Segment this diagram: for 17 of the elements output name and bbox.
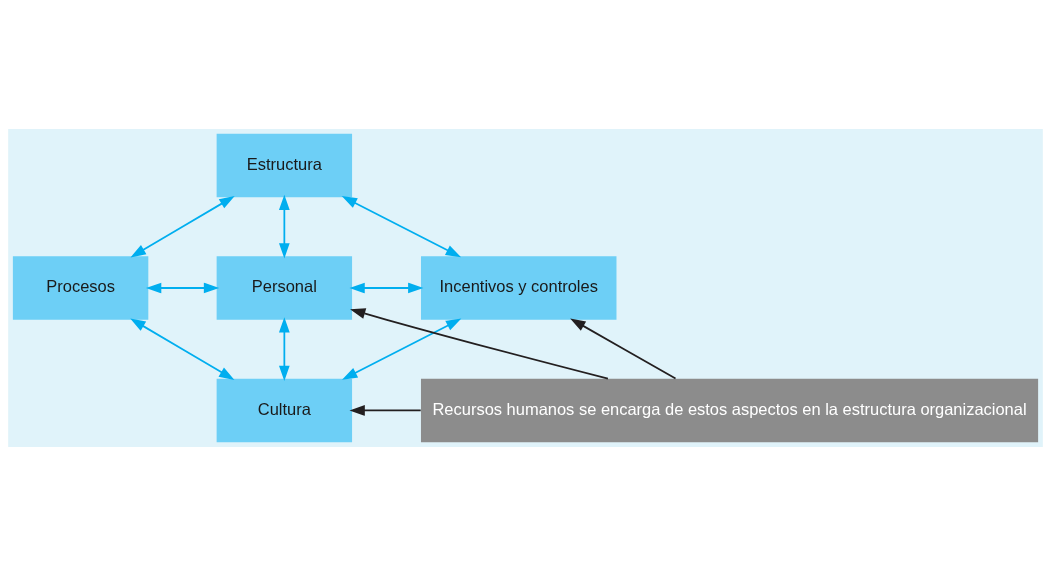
arrow — [279, 194, 290, 259]
arrow — [130, 195, 235, 258]
node-box: Personal — [216, 256, 353, 320]
arrow — [279, 317, 290, 381]
arrow — [349, 282, 424, 294]
node-box: Cultura — [216, 378, 353, 443]
node-box: Procesos — [12, 256, 149, 320]
node-box: Estructura — [216, 133, 353, 198]
arrow — [130, 318, 235, 380]
arrow — [342, 318, 462, 380]
arrow — [570, 318, 677, 380]
arrow — [341, 196, 462, 258]
node-box: Recursos humanos se encarga de estos aspectos en la estructura organizacional — [420, 378, 1039, 443]
arrow — [350, 308, 609, 380]
arrow — [145, 282, 220, 294]
node-box: Incentivos y controles — [420, 256, 617, 320]
arrow — [349, 405, 422, 416]
